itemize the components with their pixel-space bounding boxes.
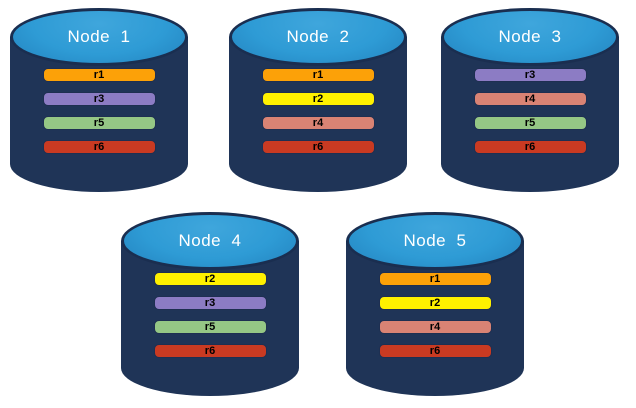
replica-bar: r1 [378,272,492,286]
replica-bar: r6 [261,140,375,154]
replica-bar: r2 [153,272,267,286]
node-3-cylinder-top-ellipse: Node 3 [441,8,619,66]
replica-bar: r4 [473,92,587,106]
replica-bar: r5 [153,320,267,334]
replica-bar: r5 [42,116,156,130]
node-5-cylinder: Node 5 r1 r2 r4 r6 [346,212,524,396]
replica-bar: r4 [261,116,375,130]
node-4-label: Node 4 [178,231,242,250]
replica-bar: r3 [473,68,587,82]
node-1-cylinder-top-ellipse: Node 1 [10,8,188,66]
replica-bar: r3 [42,92,156,106]
replica-bar: r6 [473,140,587,154]
node-4-replica-list: r2 r3 r5 r6 [121,272,299,358]
replica-bar: r6 [378,344,492,358]
node-4-cylinder-top-ellipse: Node 4 [121,212,299,270]
replica-bar: r1 [261,68,375,82]
node-2-label: Node 2 [286,27,350,46]
node-1-cylinder: Node 1 r1 r3 r5 r6 [10,8,188,192]
replica-bar: r6 [153,344,267,358]
replica-bar: r2 [261,92,375,106]
replica-bar: r3 [153,296,267,310]
node-4-cylinder: Node 4 r2 r3 r5 r6 [121,212,299,396]
node-3-cylinder: Node 3 r3 r4 r5 r6 [441,8,619,192]
node-3-replica-list: r3 r4 r5 r6 [441,68,619,154]
replica-bar: r6 [42,140,156,154]
node-5-replica-list: r1 r2 r4 r6 [346,272,524,358]
node-2-cylinder-top-ellipse: Node 2 [229,8,407,66]
node-1-replica-list: r1 r3 r5 r6 [10,68,188,154]
node-2-cylinder: Node 2 r1 r2 r4 r6 [229,8,407,192]
replica-bar: r5 [473,116,587,130]
node-5-cylinder-top-ellipse: Node 5 [346,212,524,270]
replica-bar: r1 [42,68,156,82]
node-3-label: Node 3 [498,27,562,46]
node-2-replica-list: r1 r2 r4 r6 [229,68,407,154]
replica-bar: r4 [378,320,492,334]
node-5-label: Node 5 [403,231,467,250]
node-1-label: Node 1 [67,27,131,46]
replica-bar: r2 [378,296,492,310]
